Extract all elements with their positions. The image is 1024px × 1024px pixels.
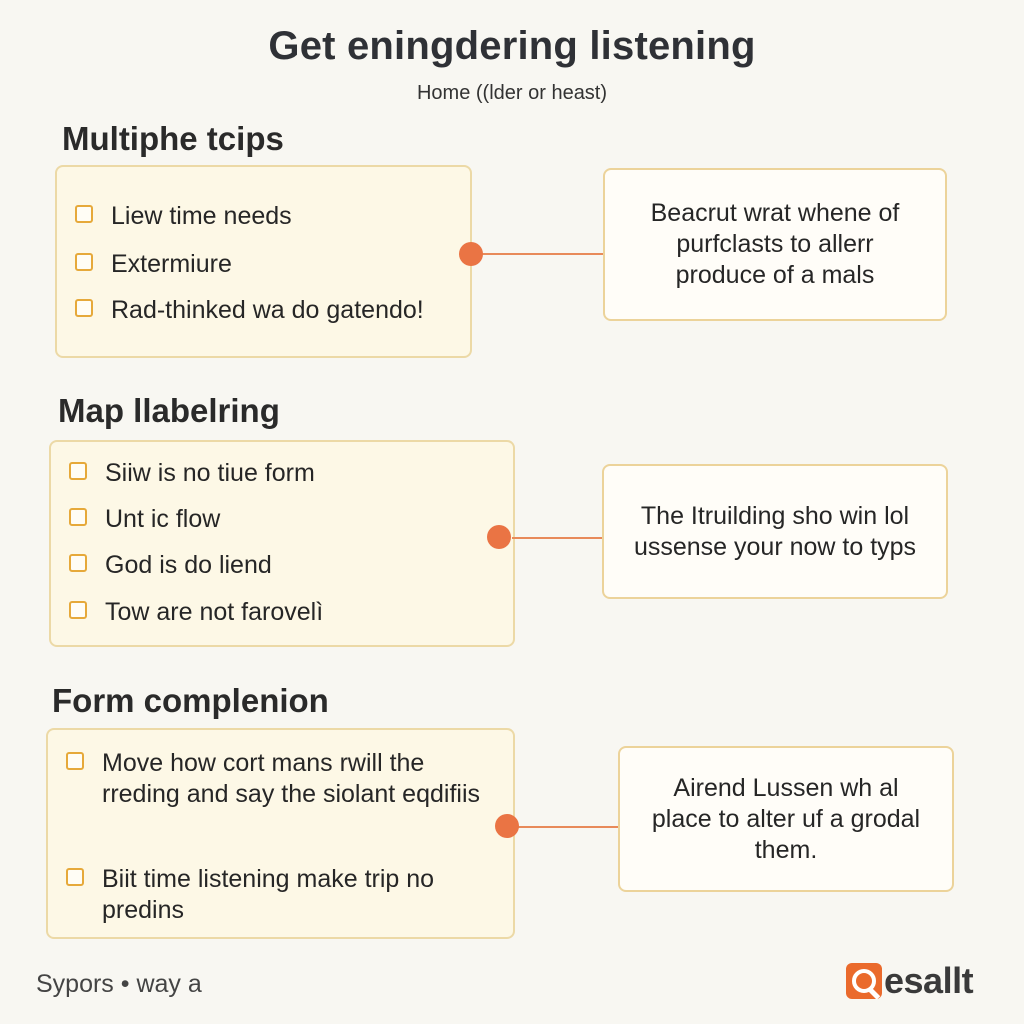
item-label: Unt ic flow — [105, 505, 221, 533]
checkbox[interactable] — [69, 462, 87, 480]
checklist-card-multiple: Liew time needs Extermiure Rad-thinked w… — [55, 165, 472, 358]
note-text: Beacrut wrat whene of purfclasts to alle… — [650, 199, 900, 289]
item-label: Liew time needs — [111, 202, 292, 230]
item-label: Siiw is no tiue form — [105, 459, 315, 487]
checklist-card-map: Siiw is no tiue form Unt ic flow God is … — [49, 440, 515, 647]
note-card-multiple: Beacrut wrat whene of purfclasts to alle… — [603, 168, 947, 321]
note-card-map: The Itruilding sho win lol ussense your … — [602, 464, 948, 599]
list-item: Biit time listening make trip no predins — [66, 864, 497, 926]
note-text: The Itruilding sho win lol ussense your … — [633, 501, 917, 561]
section-heading-form: Form complenion — [52, 682, 329, 719]
note-card-form: Airend Lussen wh al place to alter uf a … — [618, 746, 954, 892]
page-title: Get eningdering listening — [268, 24, 756, 68]
list-item: Rad-thinked wa do gatendo! — [75, 295, 454, 326]
list-item: Siiw is no tiue form — [69, 458, 497, 489]
section-heading-multiple: Multiphe tcips — [62, 120, 284, 157]
checklist-card-form: Move how cort mans rwill the rreding and… — [46, 728, 515, 939]
checkbox[interactable] — [66, 868, 84, 886]
item-label: Biit time listening make trip no predins — [102, 865, 435, 924]
checkbox[interactable] — [69, 508, 87, 526]
list-item: Liew time needs — [75, 201, 454, 232]
list-item: Unt ic flow — [69, 504, 497, 535]
item-label: Move how cort mans rwill the rreding and… — [102, 749, 481, 808]
logo-text: esallt — [884, 960, 974, 1001]
item-label: Rad-thinked wa do gatendo! — [111, 296, 424, 324]
list-item: Extermiure — [75, 249, 454, 280]
magnifier-q-icon — [846, 963, 882, 999]
footer-caption: Sypors • way a — [36, 970, 202, 998]
list-item: Tow are not farovelì — [69, 597, 497, 628]
item-label: Tow are not farovelì — [105, 598, 324, 626]
checkbox[interactable] — [75, 253, 93, 271]
list-item: God is do liend — [69, 550, 497, 581]
brand-logo[interactable]: esallt — [846, 960, 974, 1002]
connector-dot — [459, 242, 483, 266]
connector-dot — [495, 814, 519, 838]
item-label: God is do liend — [105, 551, 272, 579]
connector-line — [512, 826, 618, 828]
checkbox[interactable] — [69, 601, 87, 619]
checkbox[interactable] — [66, 752, 84, 770]
note-text: Airend Lussen wh al place to alter uf a … — [651, 773, 921, 864]
checkbox[interactable] — [75, 299, 93, 317]
checkbox[interactable] — [75, 205, 93, 223]
list-item: Move how cort mans rwill the rreding and… — [66, 748, 497, 810]
section-heading-map: Map llabelring — [58, 392, 280, 429]
connector-line — [472, 253, 604, 255]
connector-dot — [487, 525, 511, 549]
page-subtitle: Home ((lder or heast) — [416, 82, 608, 104]
checkbox[interactable] — [69, 554, 87, 572]
connector-line — [512, 537, 603, 539]
item-label: Extermiure — [111, 250, 232, 278]
